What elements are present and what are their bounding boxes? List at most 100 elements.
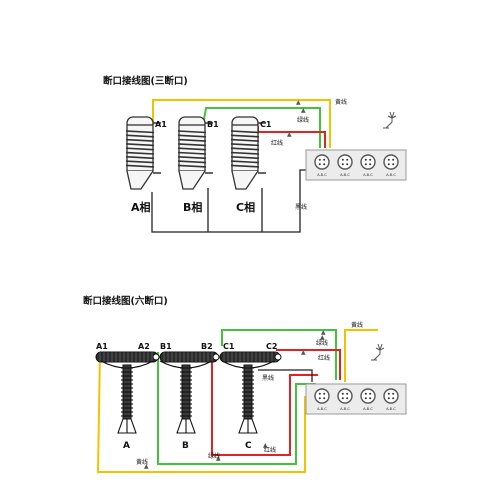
interrupter-bar [219,351,281,363]
coil-turn [177,156,207,160]
socket-pin [323,158,326,161]
socket-pin [318,158,321,161]
coil-turn [230,138,260,142]
coil-turn [125,156,155,160]
socket-pin [364,392,367,395]
coil-turn [230,156,260,160]
diagram1-terminal-a1: A1 [155,120,167,129]
socket-pin [341,392,344,395]
socket-label: A-B-C [363,407,373,411]
diagram2-terminal-c2: C2 [266,342,277,351]
socket-pin [323,397,326,400]
socket-pin [346,397,349,400]
interrupter-bar [95,351,159,363]
socket[interactable] [383,154,399,170]
socket-pin [323,392,326,395]
diagram1-breaker-c [230,116,266,190]
socket-pin [369,163,372,166]
diagram2-phase-b: B [182,441,189,451]
socket-pin [318,397,321,400]
coil-turn [177,147,207,151]
diagram2-label-green-bottom: 绿线 [208,452,220,460]
socket-pin [369,158,372,161]
socket-pin [392,392,395,395]
diagram1-label-yellow: 黄线 [335,98,347,106]
diagram2-title: 断口接线图(六断口) [83,295,168,307]
diagram1-green-wire [202,107,321,148]
socket-pin [369,397,372,400]
diagram1-phase-a: A相 [131,200,151,214]
diagram2-interrupter-bars [95,351,282,363]
diagram1-arrow-green: ▲ [301,107,306,114]
coil-turn [230,164,260,168]
socket-label: A-B-C [340,173,350,177]
diagram2-phase-c: C [245,441,252,451]
socket-label: A-B-C [363,173,373,177]
socket[interactable] [337,154,353,170]
diagram2-black-wire [258,369,313,382]
socket[interactable] [383,388,399,404]
diagram2-insulator-b [159,360,213,434]
diagram2-label-red-bottom: 红线 [264,446,276,454]
socket-pin [346,163,349,166]
diagram2-terminal-b1: B1 [160,342,172,351]
socket-pin [318,392,321,395]
diagram2-insulator-c [221,360,275,434]
coil-turn [125,151,155,155]
socket-pin [364,158,367,161]
coil-turn [177,143,207,147]
diagram-six-breaks: 断口接线图(六断口) ▲ ▲ ▲ ▲ ▲ ▲ 黄线 绿线 红线 黑线 黄线 绿线… [83,295,407,473]
socket-pin [318,163,321,166]
socket-pin [387,158,390,161]
diagram1-arrow-yellow: ▲ [296,99,301,106]
diagram2-ground-icon [371,343,385,361]
socket-pin [387,397,390,400]
socket[interactable] [314,388,330,404]
coil-turn [230,134,260,138]
diagram1-ground-icon [383,111,397,129]
coil-turn [125,134,155,138]
diagram2-phase-a: A [123,441,130,451]
socket-label: A-B-C [386,407,396,411]
bar-joint [152,353,160,361]
diagram-three-breaks: 断口接线图(三断口) ▲ ▲ ▲ 黄线 绿线 红线 黑线 A1 B1 C1 A [103,75,407,233]
diagram2-label-green-top: 绿线 [316,339,328,347]
coil-base [231,170,259,190]
diagram1-label-red: 红线 [271,139,283,147]
socket-label: A-B-C [340,407,350,411]
diagram2-arrow-red-bottom: ▲ [263,442,268,449]
diagram2-red-wire [211,349,341,456]
socket-pin [364,397,367,400]
coil-turn [125,130,155,134]
diagram1-socket-panel: A-B-C A-B-C A-B-C A-B-C [305,149,407,181]
diagram1-phase-b: B相 [183,200,202,214]
socket-pin [323,163,326,166]
coil-turn [230,130,260,134]
coil-base [126,170,154,190]
coil-turn [177,164,207,168]
socket[interactable] [360,154,376,170]
socket-label: A-B-C [317,173,327,177]
socket[interactable] [314,154,330,170]
interrupter-bar [159,351,219,363]
socket[interactable] [360,388,376,404]
coil-turn [125,160,155,164]
diagram2-label-yellow-top: 黄线 [351,321,363,329]
socket-pin [392,158,395,161]
socket[interactable] [337,388,353,404]
coil-turn [177,130,207,134]
post-base [238,418,258,434]
socket-pin [341,158,344,161]
coil-turn [177,134,207,138]
coil-turn [230,151,260,155]
diagram1-terminal-b1: B1 [207,120,219,129]
socket-pin [387,163,390,166]
post-base [117,418,137,434]
coil-turn [125,138,155,142]
diagram2-arrow-red: ▲ [301,349,306,356]
socket-label: A-B-C [386,173,396,177]
diagram2-green-wire [157,329,337,465]
coil-turn [230,143,260,147]
